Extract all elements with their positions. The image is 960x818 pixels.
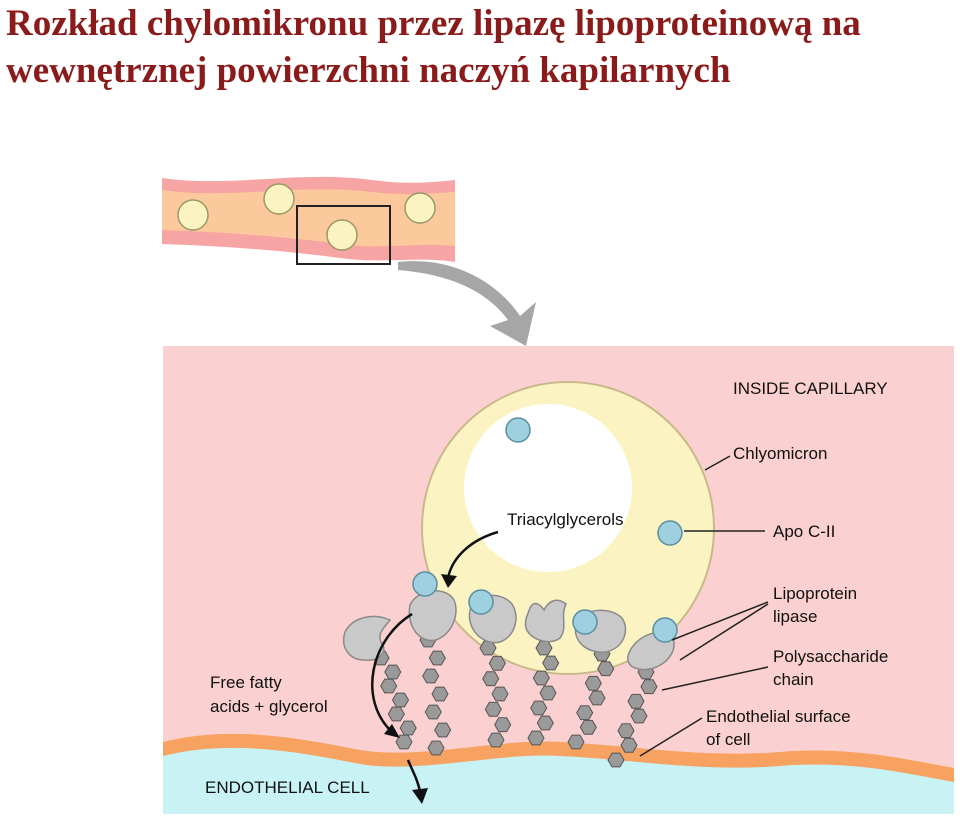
label-free-fatty: Free fatty	[210, 673, 282, 692]
leader-chylomicron	[704, 455, 731, 471]
slide-title: Rozkład chylomikronu przez lipazę lipopr…	[6, 0, 956, 94]
sugar-unit	[597, 661, 615, 677]
sugar-unit	[579, 719, 597, 735]
chylomicron-particle	[263, 183, 295, 215]
sugar-unit	[530, 700, 548, 716]
zoom-box	[296, 205, 391, 265]
reaction-arrows	[371, 530, 499, 793]
sugar-unit	[399, 720, 417, 736]
sugar-unit	[607, 752, 625, 768]
title-line-2: wewnętrznej powierzchni naczyń kapilarny…	[6, 50, 731, 91]
sugar-unit	[384, 664, 402, 680]
label-endothelial-cell: ENDOTHELIAL CELL	[205, 778, 370, 797]
title-line-1: Rozkład chylomikronu przez lipazę lipopr…	[6, 3, 861, 44]
arrow-head	[441, 574, 457, 588]
sugar-unit	[535, 640, 553, 656]
sugar-unit	[539, 685, 557, 701]
label-lipase: lipase	[773, 607, 817, 626]
sugar-unit	[392, 692, 409, 708]
label-polysaccharide: Polysaccharide	[773, 647, 888, 666]
sugar-unit	[640, 679, 658, 695]
chylomicron-particle	[326, 219, 358, 251]
label-chylomicron: Chlyomicron	[733, 444, 827, 463]
label-endothelial-surface: Endothelial surface	[706, 707, 851, 726]
apo-c2-protein	[657, 520, 683, 546]
sugar-unit	[387, 706, 405, 722]
label-apo-c2: Apo C-II	[773, 522, 835, 541]
apo-c2-protein	[412, 571, 438, 597]
sugar-unit	[482, 671, 500, 687]
capillary-panel: INSIDE CAPILLARY Chlyomicron Triacylglyc…	[163, 346, 954, 814]
sugar-unit	[491, 686, 509, 702]
chylomicron-particle	[404, 192, 436, 224]
chylomicron-particle	[177, 199, 209, 231]
uptake-arrow	[406, 759, 422, 793]
apo-c2-protein	[468, 589, 494, 615]
sugar-unit	[428, 650, 446, 666]
sugar-unit	[487, 732, 505, 748]
label-of-cell: of cell	[706, 730, 750, 749]
label-acids-glycerol: acids + glycerol	[210, 697, 328, 716]
sugar-unit	[484, 701, 502, 717]
sugar-unit	[576, 705, 594, 721]
sugar-unit	[424, 704, 442, 720]
triacylglycerol-core	[464, 404, 632, 572]
arrow-heads	[384, 574, 457, 804]
sugar-unit	[422, 668, 440, 684]
endothelial-surface	[163, 733, 954, 782]
sugar-unit	[630, 708, 648, 724]
sugar-unit	[488, 655, 506, 671]
apo-c2-protein	[652, 617, 678, 643]
ffa-arrow	[371, 612, 413, 733]
sugar-unit	[588, 690, 606, 706]
lipoprotein-lipase	[524, 599, 567, 643]
label-chain: chain	[773, 670, 814, 689]
sugar-unit	[431, 686, 449, 702]
apo-c2-bound-group	[412, 571, 678, 643]
leader-poly	[661, 666, 769, 691]
sugar-unit	[536, 715, 554, 731]
sugar-unit	[434, 722, 452, 738]
sugar-unit	[627, 693, 645, 709]
leader-endo	[639, 717, 703, 757]
label-inside-capillary: INSIDE CAPILLARY	[733, 379, 888, 398]
leader-lipase-2	[679, 603, 769, 661]
vessel-lumen	[162, 189, 455, 247]
apo-c2-protein	[572, 609, 598, 635]
arrow-head	[384, 724, 400, 738]
sugar-unit	[584, 675, 602, 691]
label-lipoprotein: Lipoprotein	[773, 584, 857, 603]
sugar-unit	[380, 678, 398, 694]
apo-c2-protein	[505, 417, 531, 443]
blood-vessel	[162, 176, 455, 265]
tag-arrow	[446, 530, 499, 579]
sugar-unit	[427, 740, 445, 756]
leader-lipase	[671, 601, 769, 641]
magnify-arrow	[398, 261, 536, 346]
sugar-unit	[567, 734, 585, 750]
sugar-unit	[494, 717, 512, 733]
sugar-unit	[532, 670, 550, 686]
label-triacylglycerols: Triacylglycerols	[507, 510, 624, 529]
leader-lines	[639, 455, 769, 757]
sugar-unit	[620, 737, 638, 753]
sugar-unit	[527, 730, 545, 746]
arrow-head	[412, 788, 428, 804]
sugar-unit	[542, 655, 560, 671]
sugar-unit	[617, 723, 635, 739]
